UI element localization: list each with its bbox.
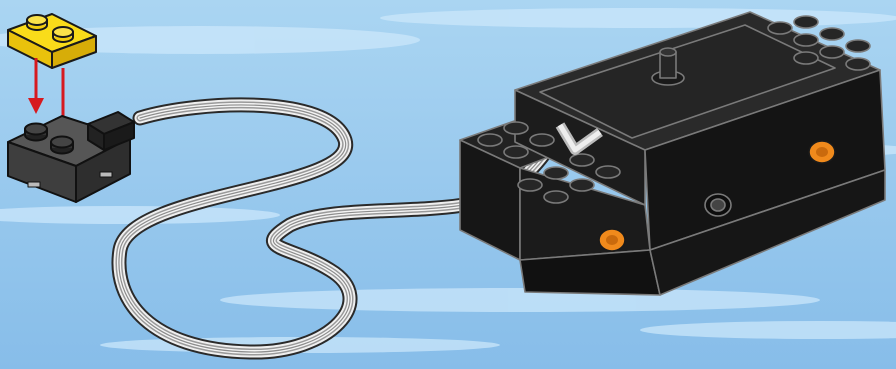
scene-svg [0,0,896,369]
instruction-scene [0,0,896,369]
